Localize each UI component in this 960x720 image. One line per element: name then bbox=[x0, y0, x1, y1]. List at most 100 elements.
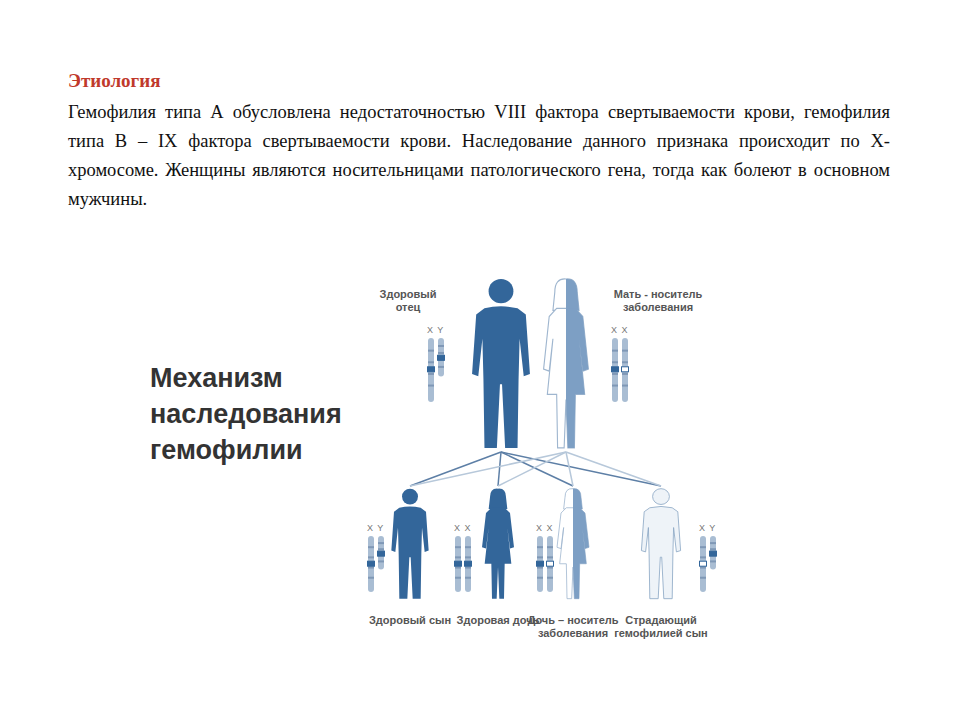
inheritance-line bbox=[501, 452, 661, 486]
person-caption: Мать - носитель заболевания bbox=[596, 288, 720, 314]
person-silhouette bbox=[538, 278, 594, 450]
chromosome-band bbox=[465, 567, 471, 569]
chromosome bbox=[465, 536, 471, 592]
person-silhouette bbox=[470, 278, 532, 450]
chromosome-band bbox=[700, 577, 706, 579]
chromosome-label: X Y bbox=[427, 325, 443, 335]
figure-part bbox=[402, 489, 418, 505]
chromosome bbox=[378, 536, 384, 570]
chromosome bbox=[547, 536, 553, 592]
figure-part bbox=[472, 306, 530, 448]
gene-mark bbox=[710, 551, 717, 556]
chromosome-band bbox=[537, 577, 543, 579]
chromosome-band bbox=[612, 385, 618, 387]
chromosome-band bbox=[455, 556, 461, 558]
chromosome-band bbox=[700, 567, 706, 569]
chromosome-band bbox=[547, 546, 553, 548]
chromosome-band bbox=[368, 556, 374, 558]
person-silhouette bbox=[478, 488, 518, 600]
figure-part bbox=[489, 489, 508, 509]
gene-mark bbox=[700, 561, 707, 566]
chromosome-band bbox=[428, 373, 434, 375]
person-figure: Мать - носитель заболевания bbox=[538, 278, 594, 450]
chromosome bbox=[710, 536, 716, 570]
person-caption: Дочь – носитель заболевания bbox=[527, 614, 619, 640]
gene-mark bbox=[428, 367, 435, 372]
figure-part bbox=[564, 489, 583, 509]
chromosome-band bbox=[547, 577, 553, 579]
slide-heading: Этиология bbox=[68, 70, 160, 92]
chromosome-band bbox=[465, 546, 471, 548]
chromosome-band bbox=[378, 548, 384, 550]
gene-mark bbox=[378, 551, 385, 556]
person-silhouette bbox=[640, 488, 682, 600]
person-silhouette bbox=[390, 488, 430, 600]
figure-part bbox=[544, 308, 589, 448]
chromosome-label: X Y bbox=[699, 523, 715, 533]
figure-part bbox=[573, 508, 589, 599]
gene-mark bbox=[455, 561, 462, 566]
chromosome-band bbox=[378, 560, 384, 562]
chromosome-band bbox=[465, 577, 471, 579]
chromosome-band bbox=[368, 577, 374, 579]
chromosome-band bbox=[700, 546, 706, 548]
chromosome-band bbox=[368, 546, 374, 548]
gene-mark bbox=[465, 561, 472, 566]
figure-part bbox=[489, 279, 514, 303]
person-caption: Страдающий гемофилией сын bbox=[608, 614, 714, 640]
chromosome-label: X X bbox=[536, 523, 553, 533]
chromosome-label: X X bbox=[611, 325, 628, 335]
chromosome-band bbox=[438, 345, 444, 347]
chromosome-band bbox=[622, 385, 628, 387]
person-figure: Здоровый отец bbox=[470, 278, 532, 450]
chromosome-band bbox=[710, 542, 716, 544]
chromosome-label: X X bbox=[454, 523, 471, 533]
chromosome bbox=[700, 536, 706, 592]
chromosome-band bbox=[622, 373, 628, 375]
chromosome-band bbox=[438, 352, 444, 354]
chromosome-band bbox=[537, 556, 543, 558]
figure-part bbox=[566, 279, 579, 310]
person-figure: Здоровая дочь bbox=[478, 488, 518, 600]
chromosome bbox=[612, 338, 618, 402]
chromosome-band bbox=[455, 546, 461, 548]
figure-part bbox=[557, 508, 589, 599]
person-figure: Дочь – носитель заболевания bbox=[553, 488, 593, 600]
person-caption: Здоровая дочь bbox=[456, 614, 540, 627]
gene-mark bbox=[368, 561, 375, 566]
person-silhouette bbox=[553, 488, 593, 600]
figure-part bbox=[573, 489, 582, 509]
figure-part bbox=[391, 506, 428, 598]
figure-part bbox=[566, 279, 588, 448]
figure-part bbox=[482, 508, 514, 599]
chromosome bbox=[428, 338, 434, 402]
chromosome bbox=[622, 338, 628, 402]
gene-mark bbox=[622, 367, 629, 372]
chromosome-band bbox=[455, 577, 461, 579]
gene-mark bbox=[547, 561, 554, 566]
figure-part bbox=[566, 308, 588, 448]
figure-part bbox=[472, 279, 530, 448]
diagram-heading: Механизм наследования гемофилии bbox=[150, 360, 415, 468]
gene-mark bbox=[612, 367, 619, 372]
chromosome-band bbox=[438, 366, 444, 368]
chromosome-band bbox=[537, 546, 543, 548]
chromosome-band bbox=[455, 567, 461, 569]
figure-part bbox=[553, 279, 579, 310]
person-figure: Страдающий гемофилией сын bbox=[640, 488, 682, 600]
inheritance-line bbox=[498, 452, 501, 486]
figure-part bbox=[573, 489, 589, 599]
chromosome-band bbox=[612, 361, 618, 363]
chromosome bbox=[368, 536, 374, 592]
figure-part bbox=[641, 489, 680, 599]
chromosome-band bbox=[428, 385, 434, 387]
person-caption: Здоровый сын bbox=[368, 614, 452, 627]
chromosome bbox=[438, 338, 444, 376]
figure-part bbox=[391, 489, 428, 599]
gene-mark bbox=[537, 561, 544, 566]
figure-part bbox=[641, 506, 680, 598]
chromosome-band bbox=[622, 350, 628, 352]
inheritance-line bbox=[566, 452, 661, 486]
chromosome-band bbox=[428, 361, 434, 363]
chromosome-band bbox=[428, 350, 434, 352]
